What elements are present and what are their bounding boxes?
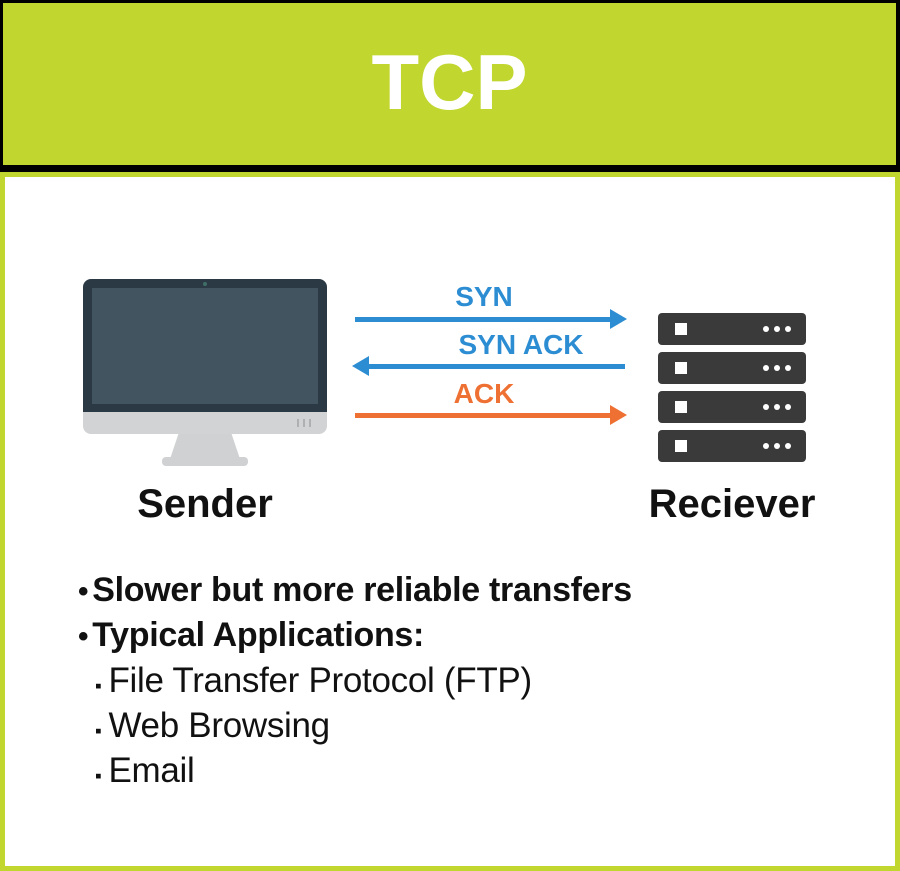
- ack-arrow-label: ACK: [453, 378, 515, 409]
- desktop-computer-icon: [83, 279, 327, 412]
- sub-bullet-icon: ▪: [95, 766, 102, 787]
- webcam-dot-icon: [203, 282, 207, 286]
- monitor-chin: [83, 412, 327, 434]
- server-unit: [658, 352, 806, 384]
- list-item: ▪ Email: [95, 748, 632, 793]
- sub-bullet-icon: ▪: [95, 676, 102, 697]
- list-item-text: Slower but more reliable transfers: [92, 571, 632, 609]
- tcp-header-banner: TCP: [0, 0, 900, 172]
- bullet-icon: •: [78, 620, 89, 653]
- page-title: TCP: [371, 38, 528, 126]
- syn-arrow-line: [355, 317, 612, 322]
- monitor-screen: [92, 288, 318, 404]
- ack-arrowhead-right-icon: [610, 405, 627, 425]
- list-item: • Slower but more reliable transfers: [78, 568, 632, 613]
- monitor-stand-neck: [170, 434, 240, 459]
- monitor-stand-base: [162, 457, 248, 466]
- list-item: • Typical Applications:: [78, 613, 632, 658]
- monitor-vents-icon: [297, 419, 311, 427]
- syn-ack-arrow-line: [368, 364, 625, 369]
- server-unit: [658, 313, 806, 345]
- sender-label: Sender: [137, 482, 273, 526]
- server-unit: [658, 391, 806, 423]
- list-item: ▪ Web Browsing: [95, 703, 632, 748]
- syn-arrowhead-right-icon: [610, 309, 627, 329]
- server-stack-icon: [658, 313, 806, 469]
- list-item-text: File Transfer Protocol (FTP): [108, 661, 532, 700]
- list-item-text: Email: [108, 751, 195, 790]
- bullet-icon: •: [78, 575, 89, 608]
- sub-bullet-icon: ▪: [95, 721, 102, 742]
- server-unit: [658, 430, 806, 462]
- ack-arrow-line: [355, 413, 612, 418]
- syn-arrow-label: SYN: [455, 281, 513, 312]
- receiver-label: Reciever: [648, 482, 816, 526]
- syn-ack-arrowhead-left-icon: [352, 356, 369, 376]
- list-item: ▪ File Transfer Protocol (FTP): [95, 658, 632, 703]
- list-item-text: Typical Applications:: [92, 616, 425, 654]
- syn-ack-arrow-label: SYN ACK: [458, 329, 584, 360]
- list-item-text: Web Browsing: [108, 706, 330, 745]
- notes-list: • Slower but more reliable transfers • T…: [78, 568, 632, 793]
